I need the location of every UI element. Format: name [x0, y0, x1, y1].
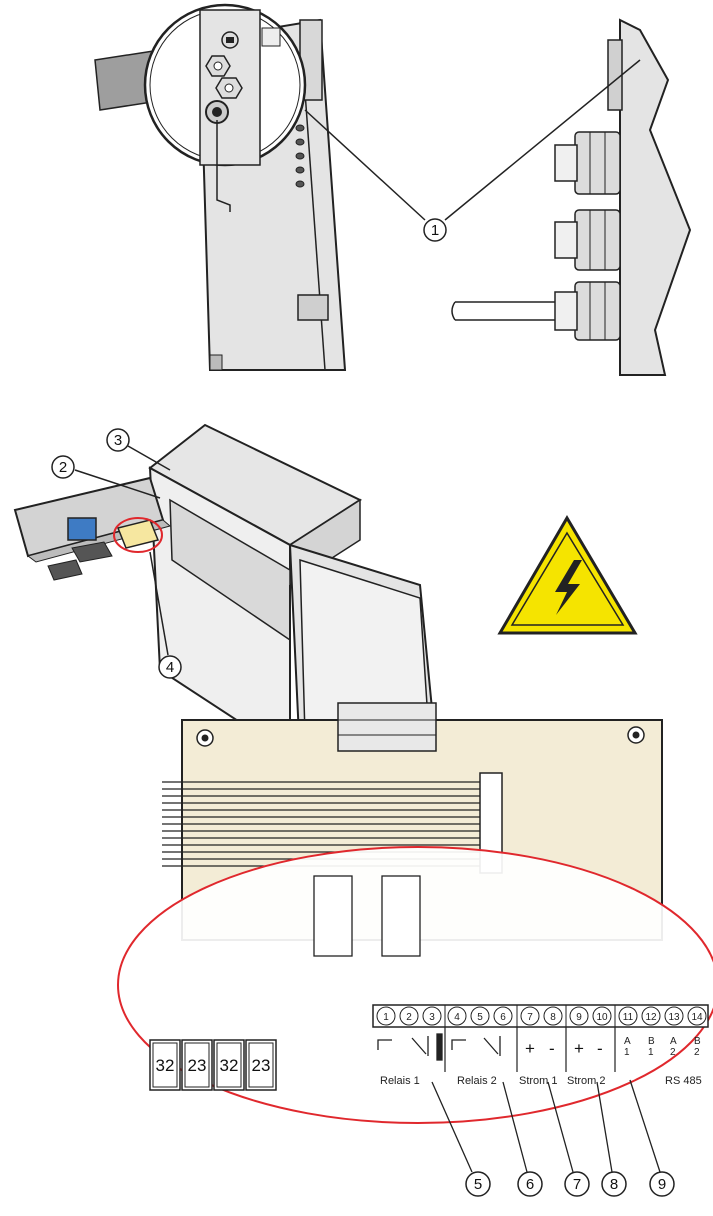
cable-gland	[554, 281, 621, 341]
chip-highlight	[113, 517, 163, 553]
terminal-block: 1 2 3 4 5 6 7 8 9 10 11	[372, 1004, 709, 1028]
callout-2: 2	[51, 455, 75, 479]
label-relais-2: Relais 2	[457, 1075, 497, 1087]
callout-6: 6	[517, 1171, 543, 1197]
switch-4: 23	[252, 1056, 271, 1075]
housing-open-view	[148, 423, 437, 760]
svg-text:9: 9	[658, 1176, 666, 1193]
mount-screw-icon	[196, 729, 214, 747]
nut-icon	[221, 31, 239, 49]
svg-text:2: 2	[670, 1047, 676, 1058]
terminal-1: 1	[383, 1012, 389, 1023]
svg-text:7: 7	[573, 1176, 581, 1193]
terminal-2: 2	[406, 1012, 412, 1023]
callout-8: 8	[601, 1171, 627, 1197]
strom2-plus: +	[574, 1039, 584, 1058]
mount-screw-icon	[627, 726, 645, 744]
relay-2-contact-symbol	[451, 1036, 501, 1056]
label-rs485: RS 485	[665, 1075, 702, 1087]
terminal-7: 7	[527, 1012, 533, 1023]
housing-side-view	[94, 3, 347, 371]
terminal-14: 14	[691, 1012, 703, 1023]
callout-3: 3	[106, 428, 130, 452]
switch-3: 32	[220, 1056, 239, 1075]
strom2-minus: -	[597, 1039, 603, 1058]
terminal-13: 13	[668, 1012, 680, 1023]
svg-text:2: 2	[694, 1047, 700, 1058]
svg-text:A: A	[670, 1036, 677, 1047]
callout-5: 5	[465, 1171, 491, 1197]
blue-connector	[67, 517, 97, 541]
callout-4: 4	[158, 655, 182, 679]
plug-in-card	[13, 476, 172, 581]
switch-blocks: 32 23 32 23	[149, 1039, 277, 1091]
svg-text:5: 5	[474, 1176, 482, 1193]
terminal-12: 12	[645, 1012, 657, 1023]
svg-text:B: B	[694, 1036, 701, 1047]
terminal-4: 4	[454, 1012, 460, 1023]
callout-1: 1	[423, 218, 447, 242]
memory-chip	[116, 519, 160, 549]
led-column	[295, 124, 305, 188]
terminal-11: 11	[623, 1012, 634, 1023]
nut-icon	[215, 77, 243, 99]
terminal-10: 10	[596, 1012, 608, 1023]
svg-text:B: B	[648, 1036, 655, 1047]
label-strom-2: Strom 2	[567, 1075, 606, 1087]
switch-2: 23	[188, 1056, 207, 1075]
svg-text:1: 1	[648, 1047, 654, 1058]
label-relais-1: Relais 1	[380, 1075, 420, 1087]
rs485-pin-labels: A 1 B 1 A 2 B 2	[624, 1036, 701, 1058]
high-voltage-warning-icon	[497, 515, 638, 635]
terminal-9: 9	[576, 1012, 582, 1023]
terminal-6: 6	[500, 1012, 506, 1023]
cable-gland	[554, 131, 621, 195]
terminal-8: 8	[550, 1012, 556, 1023]
terminal-5: 5	[477, 1012, 483, 1023]
svg-text:1: 1	[624, 1047, 630, 1058]
callout-7: 7	[564, 1171, 590, 1197]
cable	[451, 301, 555, 321]
svg-text:1: 1	[431, 222, 439, 239]
svg-text:6: 6	[526, 1176, 534, 1193]
board-detail: 1 2 3 4 5 6 7 8 9 10 11	[149, 875, 709, 1091]
svg-text:8: 8	[610, 1176, 618, 1193]
relay-1-contact-symbol	[377, 1033, 443, 1061]
svg-text:A: A	[624, 1036, 631, 1047]
cable-gland-view	[451, 18, 692, 376]
callout-9: 9	[649, 1171, 675, 1197]
screw-icon	[205, 100, 229, 124]
svg-text:4: 4	[166, 659, 174, 676]
switch-1: 32	[156, 1056, 175, 1075]
svg-text:3: 3	[114, 432, 122, 449]
strom1-minus: -	[549, 1039, 555, 1058]
svg-text:2: 2	[59, 459, 67, 476]
nut-icon	[205, 55, 231, 77]
terminal-3: 3	[429, 1012, 435, 1023]
label-strom-1: Strom 1	[519, 1075, 558, 1087]
cable-gland	[554, 209, 621, 271]
strom1-plus: +	[525, 1039, 535, 1058]
